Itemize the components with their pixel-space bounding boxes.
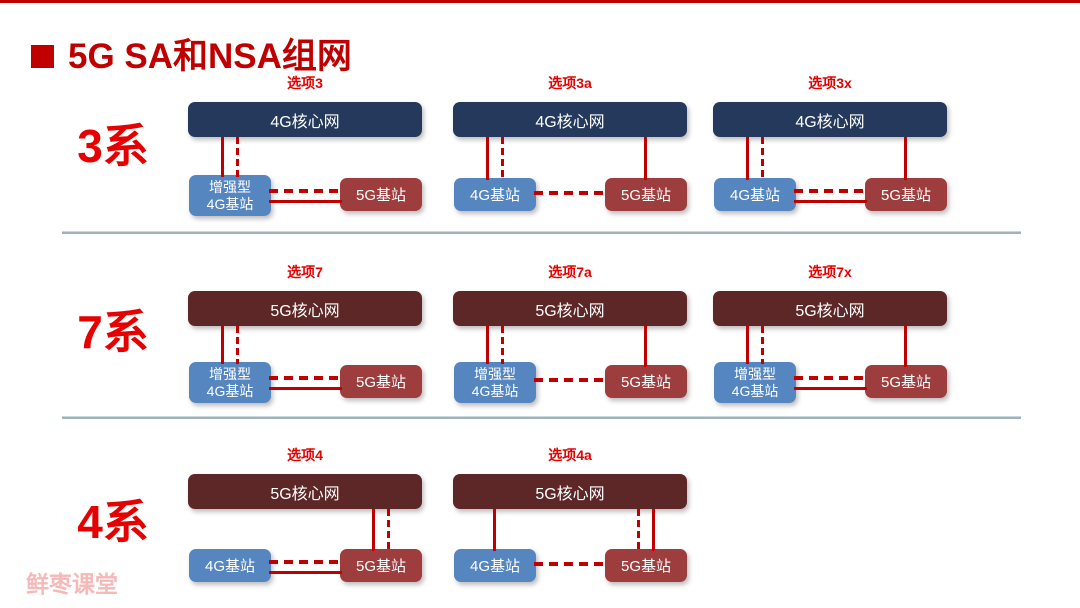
right-station-box: 5G基站 — [340, 549, 422, 582]
option-label: 选项3x — [808, 75, 852, 91]
link-core-left-dashed — [236, 326, 239, 364]
link-stations-dashed — [269, 560, 342, 564]
option-label: 选项7x — [808, 264, 852, 280]
option-label: 选项3a — [548, 75, 592, 91]
link-stations-solid — [794, 387, 867, 390]
option-label: 选项7a — [548, 264, 592, 280]
left-station-label: 增强型 — [209, 365, 251, 382]
left-station-box: 4G基站 — [714, 178, 796, 211]
right-station-label: 5G基站 — [355, 558, 406, 575]
left-station-box: 4G基站 — [454, 549, 536, 582]
core-network-box: 4G核心网 — [713, 102, 947, 137]
link-stations-dashed — [269, 376, 342, 380]
left-station-label: 4G基站 — [206, 195, 254, 212]
right-station-box: 5G基站 — [865, 365, 947, 398]
link-core-right-solid — [904, 137, 907, 180]
core-network-box: 5G核心网 — [188, 474, 422, 509]
link-core-left-dashed — [761, 326, 764, 364]
right-station-label: 5G基站 — [880, 374, 931, 391]
link-core-left-solid — [746, 137, 749, 180]
link-core-left-dashed — [236, 137, 239, 177]
left-station-label: 4G基站 — [729, 187, 780, 204]
link-core-left-dashed — [501, 137, 504, 180]
right-station-label: 5G基站 — [620, 187, 671, 204]
option-label: 选项4 — [287, 447, 323, 463]
option-label: 选项3 — [287, 75, 323, 91]
link-core-left-solid — [493, 509, 496, 551]
left-station-label: 4G基站 — [471, 382, 519, 399]
right-station-label: 5G基站 — [355, 187, 406, 204]
option-label: 选项4a — [548, 447, 592, 463]
watermark: 鲜枣课堂 — [26, 571, 118, 597]
left-station-label: 4G基站 — [204, 558, 255, 575]
left-station-label: 增强型 — [734, 365, 776, 382]
link-stations-dashed — [794, 376, 867, 380]
right-station-label: 5G基站 — [620, 374, 671, 391]
left-station-label: 4G基站 — [731, 382, 779, 399]
link-core-right-solid — [644, 326, 647, 367]
title-bullet-square — [31, 45, 54, 68]
left-station-box: 4G基站 — [189, 549, 271, 582]
link-stations-solid — [269, 200, 342, 203]
link-core-right-dashed — [387, 509, 390, 551]
link-core-left-solid — [486, 326, 489, 364]
link-core-right-solid — [652, 509, 655, 551]
left-station-box: 4G基站 — [454, 178, 536, 211]
core-network-box: 4G核心网 — [453, 102, 687, 137]
link-core-left-dashed — [761, 137, 764, 180]
link-stations-solid — [269, 571, 342, 574]
core-network-box: 5G核心网 — [188, 291, 422, 326]
right-station-box: 5G基站 — [340, 178, 422, 211]
page-title: 5G SA和NSA组网 — [68, 37, 352, 76]
right-station-label: 5G基站 — [355, 374, 406, 391]
link-stations-solid — [794, 200, 867, 203]
link-core-left-solid — [486, 137, 489, 180]
right-station-box: 5G基站 — [605, 549, 687, 582]
left-station-label: 增强型 — [209, 178, 251, 195]
left-station-label: 4G基站 — [469, 558, 520, 575]
core-network-box: 5G核心网 — [453, 291, 687, 326]
right-station-box: 5G基站 — [865, 178, 947, 211]
link-stations-dashed — [794, 189, 867, 193]
left-station-label: 4G基站 — [469, 187, 520, 204]
right-station-box: 5G基站 — [605, 178, 687, 211]
right-station-box: 5G基站 — [340, 365, 422, 398]
row-label: 3系 — [77, 120, 149, 172]
link-core-left-dashed — [501, 326, 504, 364]
core-network-box: 4G核心网 — [188, 102, 422, 137]
left-station-label: 增强型 — [474, 365, 516, 382]
row-divider-2 — [62, 416, 1021, 419]
link-core-right-solid — [904, 326, 907, 367]
core-network-box: 5G核心网 — [713, 291, 947, 326]
link-stations-dashed — [534, 191, 607, 195]
link-core-left-solid — [746, 326, 749, 364]
left-station-label: 4G基站 — [206, 382, 254, 399]
top-accent-line — [0, 0, 1080, 3]
link-stations-dashed — [534, 378, 607, 382]
core-network-box: 5G核心网 — [453, 474, 687, 509]
row-label: 4系 — [77, 496, 149, 548]
link-core-right-solid — [372, 509, 375, 551]
right-station-label: 5G基站 — [880, 187, 931, 204]
row-label: 7系 — [77, 306, 149, 358]
link-core-right-dashed — [637, 509, 640, 551]
row-divider-1 — [62, 231, 1021, 234]
link-core-right-solid — [644, 137, 647, 180]
link-stations-solid — [269, 387, 342, 390]
link-stations-dashed — [269, 189, 342, 193]
link-stations-dashed — [534, 562, 607, 566]
right-station-box: 5G基站 — [605, 365, 687, 398]
right-station-label: 5G基站 — [620, 558, 671, 575]
link-core-left-solid — [221, 137, 224, 177]
option-label: 选项7 — [287, 264, 323, 280]
link-core-left-solid — [221, 326, 224, 364]
